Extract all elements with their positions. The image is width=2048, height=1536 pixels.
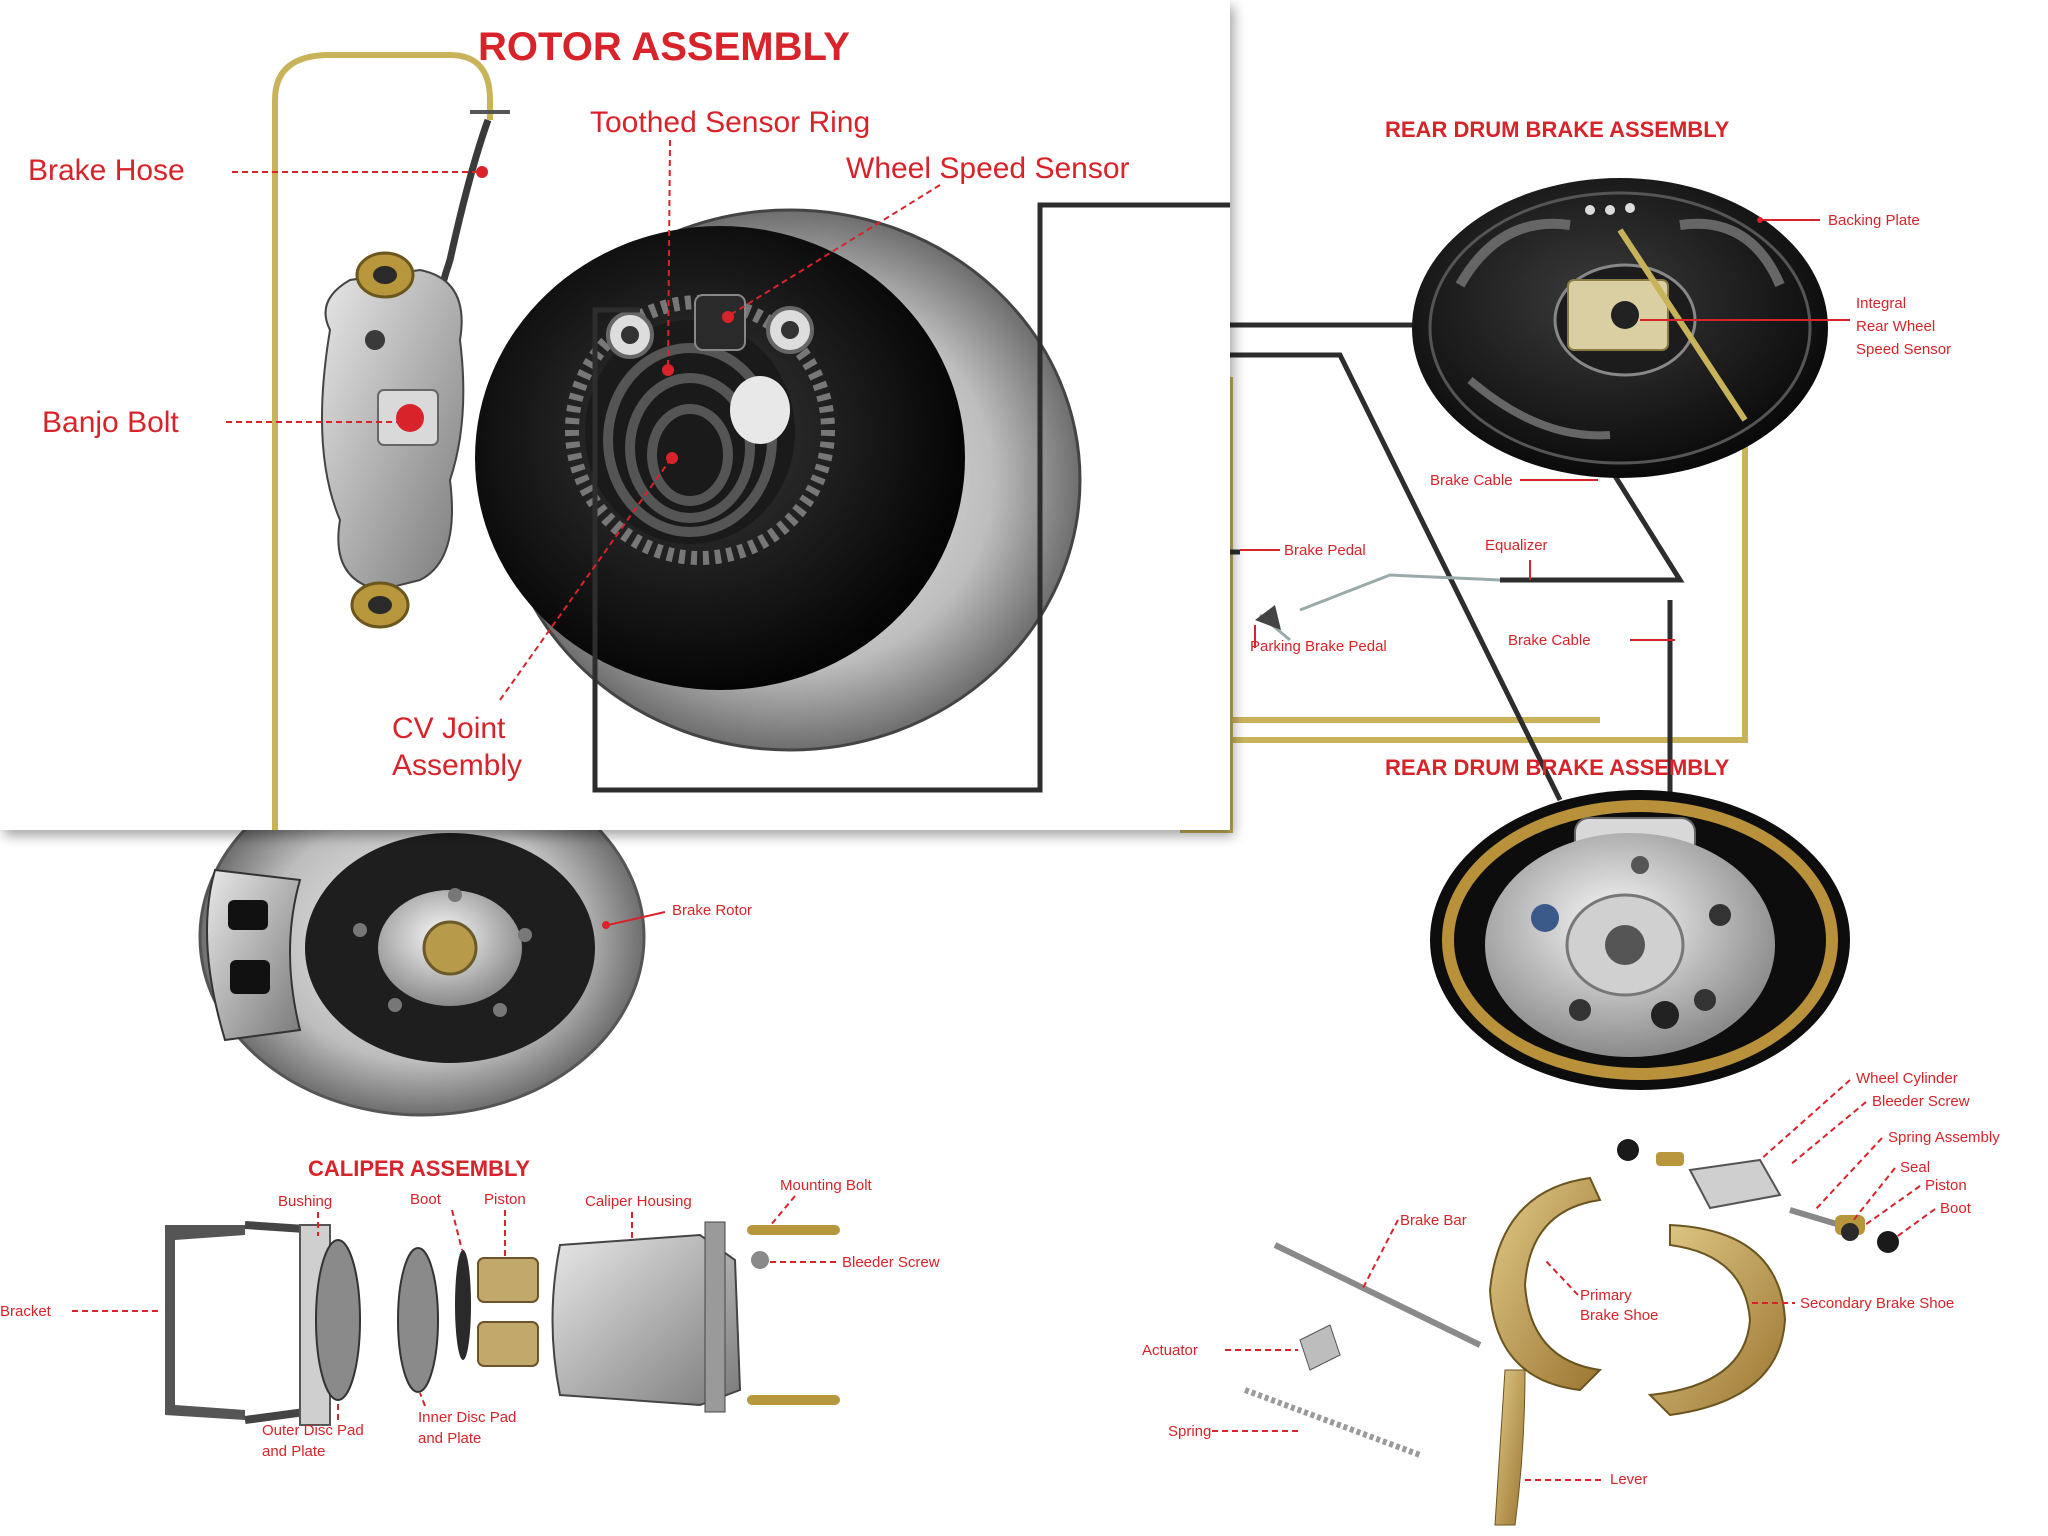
rotor-assembly-panel: ROTOR ASSEMBLY Toothed Sensor Ring [0, 0, 1230, 830]
secondary-shoe-label: Secondary Brake Shoe [1800, 1295, 1954, 1312]
brake-rotor-label: Brake Rotor [672, 902, 752, 919]
rear-drum-upper: REAR DRUM BRAKE ASSEMBLY Backing Plate I… [1385, 117, 1951, 489]
wheel-cylinder [1688, 1158, 1782, 1210]
parking-brake-section: Brake Pedal Equalizer Parking Brake Peda… [1240, 537, 1675, 655]
caliper-panel-title: CALIPER ASSEMBLY [308, 1156, 530, 1181]
drum-piston-label: Piston [1925, 1177, 1967, 1194]
wheel-cylinder-bleeder [1656, 1152, 1684, 1166]
integral-sensor-label-2: Rear Wheel [1856, 318, 1935, 335]
bushing-label: Bushing [278, 1193, 332, 1210]
primary-shoe-label-2: Brake Shoe [1580, 1307, 1658, 1324]
toothed-sensor-ring-label: Toothed Sensor Ring [590, 106, 870, 139]
actuator [1299, 1324, 1341, 1371]
caliper-housing-label: Caliper Housing [585, 1193, 692, 1210]
lever-label: Lever [1610, 1471, 1648, 1488]
caliper-boot [455, 1250, 471, 1360]
cv-joint-shaft [730, 376, 790, 444]
bleeder-screw-label: Bleeder Screw [842, 1254, 940, 1271]
wheel-cylinder-boot-right [1877, 1231, 1899, 1253]
front-caliper [206, 868, 302, 1042]
brake-bar [1273, 1242, 1482, 1348]
caliper-piston-upper [477, 1257, 539, 1303]
drum-bleeder-screw-label: Bleeder Screw [1872, 1093, 1970, 1110]
spring-label: Spring [1168, 1423, 1211, 1440]
outer-pad-label-2: and Plate [262, 1443, 325, 1460]
inner-pad-label-1: Inner Disc Pad [418, 1409, 516, 1426]
drum-boot-label: Boot [1940, 1200, 1972, 1217]
bracket-label: Bracket [0, 1303, 52, 1320]
mounting-bolt-label: Mounting Bolt [780, 1177, 873, 1194]
equalizer-label: Equalizer [1485, 537, 1548, 554]
integral-sensor-label-3: Speed Sensor [1856, 341, 1951, 358]
bracket [165, 1225, 245, 1420]
cv-joint-label-2: Assembly [392, 749, 522, 782]
wheel-cylinder-label: Wheel Cylinder [1856, 1070, 1958, 1087]
brake-pedal-label: Brake Pedal [1284, 542, 1366, 559]
actuator-label: Actuator [1142, 1342, 1198, 1359]
caliper-assembly: CALIPER ASSEMBLY Bushing Boot Piston Cal… [0, 1156, 940, 1460]
cv-joint-label-1: CV Joint [392, 712, 506, 745]
brake-cable-upper-label: Brake Cable [1430, 472, 1513, 489]
inner-pad-label-2: and Plate [418, 1430, 481, 1447]
lever [1494, 1369, 1526, 1526]
rear-drum-lower-title: REAR DRUM BRAKE ASSEMBLY [1385, 755, 1730, 780]
outer-disc-pad [315, 1239, 361, 1401]
wheel-cylinder-seal [1841, 1223, 1859, 1241]
bleeder-screw [751, 1251, 769, 1269]
outer-pad-label-1: Outer Disc Pad [262, 1422, 364, 1439]
caliper-housing [551, 1233, 742, 1407]
brake-cable-lower-label: Brake Cable [1508, 632, 1591, 649]
caliper-piston-lower [477, 1321, 539, 1367]
banjo-bolt-label: Banjo Bolt [42, 406, 179, 439]
drum-exploded: Wheel Cylinder Bleeder Screw Spring Asse… [1142, 1070, 2000, 1526]
parking-brake-pedal-label: Parking Brake Pedal [1250, 638, 1387, 655]
brake-bar-label: Brake Bar [1400, 1212, 1467, 1229]
brake-line [272, 52, 493, 830]
wheel-speed-sensor-label: Wheel Speed Sensor [846, 152, 1130, 185]
drum-shoes [1442, 800, 1838, 1080]
primary-brake-shoe [1488, 1176, 1603, 1392]
rotor-panel-title: ROTOR ASSEMBLY [478, 25, 850, 69]
brake-hose-label: Brake Hose [28, 154, 185, 187]
wheel-speed-sensor [694, 294, 746, 351]
wheel-cylinder-boot-left [1617, 1139, 1639, 1161]
integral-sensor-label-1: Integral [1856, 295, 1906, 312]
secondary-brake-shoe [1647, 1223, 1787, 1417]
rear-drum-upper-title: REAR DRUM BRAKE ASSEMBLY [1385, 117, 1730, 142]
caliper-piston-label: Piston [484, 1191, 526, 1208]
backing-plate-label: Backing Plate [1828, 212, 1920, 229]
spring [1243, 1387, 1422, 1458]
rear-drum-lower: REAR DRUM BRAKE ASSEMBLY [1385, 755, 1850, 1090]
front-rotor: Brake Rotor [198, 757, 752, 1117]
spring-assembly-label: Spring Assembly [1888, 1129, 2000, 1146]
inner-disc-pad [397, 1247, 439, 1393]
wheel-cylinder-spring [1789, 1207, 1841, 1228]
primary-shoe-label-1: Primary [1580, 1287, 1632, 1304]
caliper-boot-label: Boot [410, 1191, 442, 1208]
seal-label: Seal [1900, 1159, 1930, 1176]
